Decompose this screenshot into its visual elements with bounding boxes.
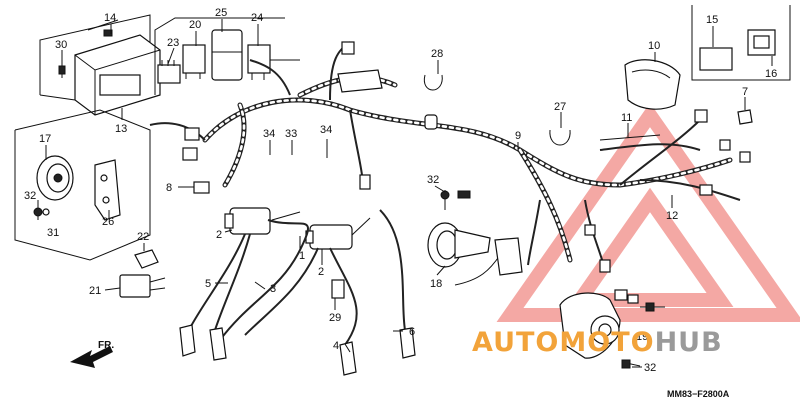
watermark-text: AUTOMOTOHUB <box>472 327 723 358</box>
callout-32b: 32 <box>427 174 439 186</box>
callout-31: 31 <box>47 227 59 239</box>
callout-16: 16 <box>765 68 777 80</box>
callout-numbers: 1 2 2 3 4 5 6 7 8 9 10 11 12 13 14 15 16… <box>24 7 777 374</box>
callout-27: 27 <box>554 101 566 113</box>
spark-plug-leads <box>179 209 416 376</box>
callout-7: 7 <box>742 86 748 98</box>
callout-23: 23 <box>167 37 179 49</box>
callout-24: 24 <box>251 12 263 24</box>
watermark-hub: HUB <box>655 327 723 358</box>
callout-32c: 32 <box>644 362 656 374</box>
callout-34b: 34 <box>320 124 332 136</box>
ignition-coils <box>224 207 371 250</box>
watermark-triangle <box>496 102 800 322</box>
callout-6: 6 <box>409 326 415 338</box>
callout-2b: 2 <box>318 266 324 278</box>
callout-17: 17 <box>39 133 51 145</box>
callout-25: 25 <box>215 7 227 19</box>
leader-lines <box>45 19 773 368</box>
main-harness <box>149 41 751 273</box>
bracket-19 <box>559 289 665 369</box>
callout-32a: 32 <box>24 190 36 202</box>
callout-10: 10 <box>648 40 660 52</box>
callout-9: 9 <box>515 130 521 142</box>
front-direction-arrow: FR. <box>70 340 114 368</box>
callout-21: 21 <box>89 285 101 297</box>
callout-29: 29 <box>329 312 341 324</box>
callout-19: 19 <box>636 331 648 343</box>
callout-28: 28 <box>431 48 443 60</box>
relays-group <box>154 17 300 95</box>
callout-8: 8 <box>166 182 172 194</box>
horn-group <box>14 109 151 261</box>
callout-2a: 2 <box>216 229 222 241</box>
callout-14: 14 <box>104 12 116 24</box>
right-top-group <box>423 5 791 146</box>
callout-22: 22 <box>137 231 149 243</box>
callout-12: 12 <box>666 210 678 222</box>
callout-5: 5 <box>205 278 211 290</box>
callout-34a: 34 <box>263 128 275 140</box>
callout-3: 3 <box>270 283 276 295</box>
callout-13: 13 <box>115 123 127 135</box>
callout-1: 1 <box>299 250 305 262</box>
callout-4: 4 <box>333 340 339 352</box>
callout-15: 15 <box>706 14 718 26</box>
small-parts-left <box>119 181 210 298</box>
callout-18: 18 <box>430 278 442 290</box>
callout-20: 20 <box>189 19 201 31</box>
callout-26: 26 <box>102 216 114 228</box>
watermark-moto: MOTO <box>559 327 654 358</box>
callout-33: 33 <box>285 128 297 140</box>
relay-box-group <box>39 14 161 116</box>
drawing-code: MM83−F2800A <box>667 389 730 399</box>
front-label: FR. <box>98 340 114 351</box>
callout-11: 11 <box>621 112 632 124</box>
svg-text:AUTOMOTOHUB: AUTOMOTOHUB <box>472 327 723 358</box>
watermark-auto: AUTO <box>472 327 559 358</box>
center-horn <box>427 190 523 286</box>
callout-30: 30 <box>55 39 67 51</box>
